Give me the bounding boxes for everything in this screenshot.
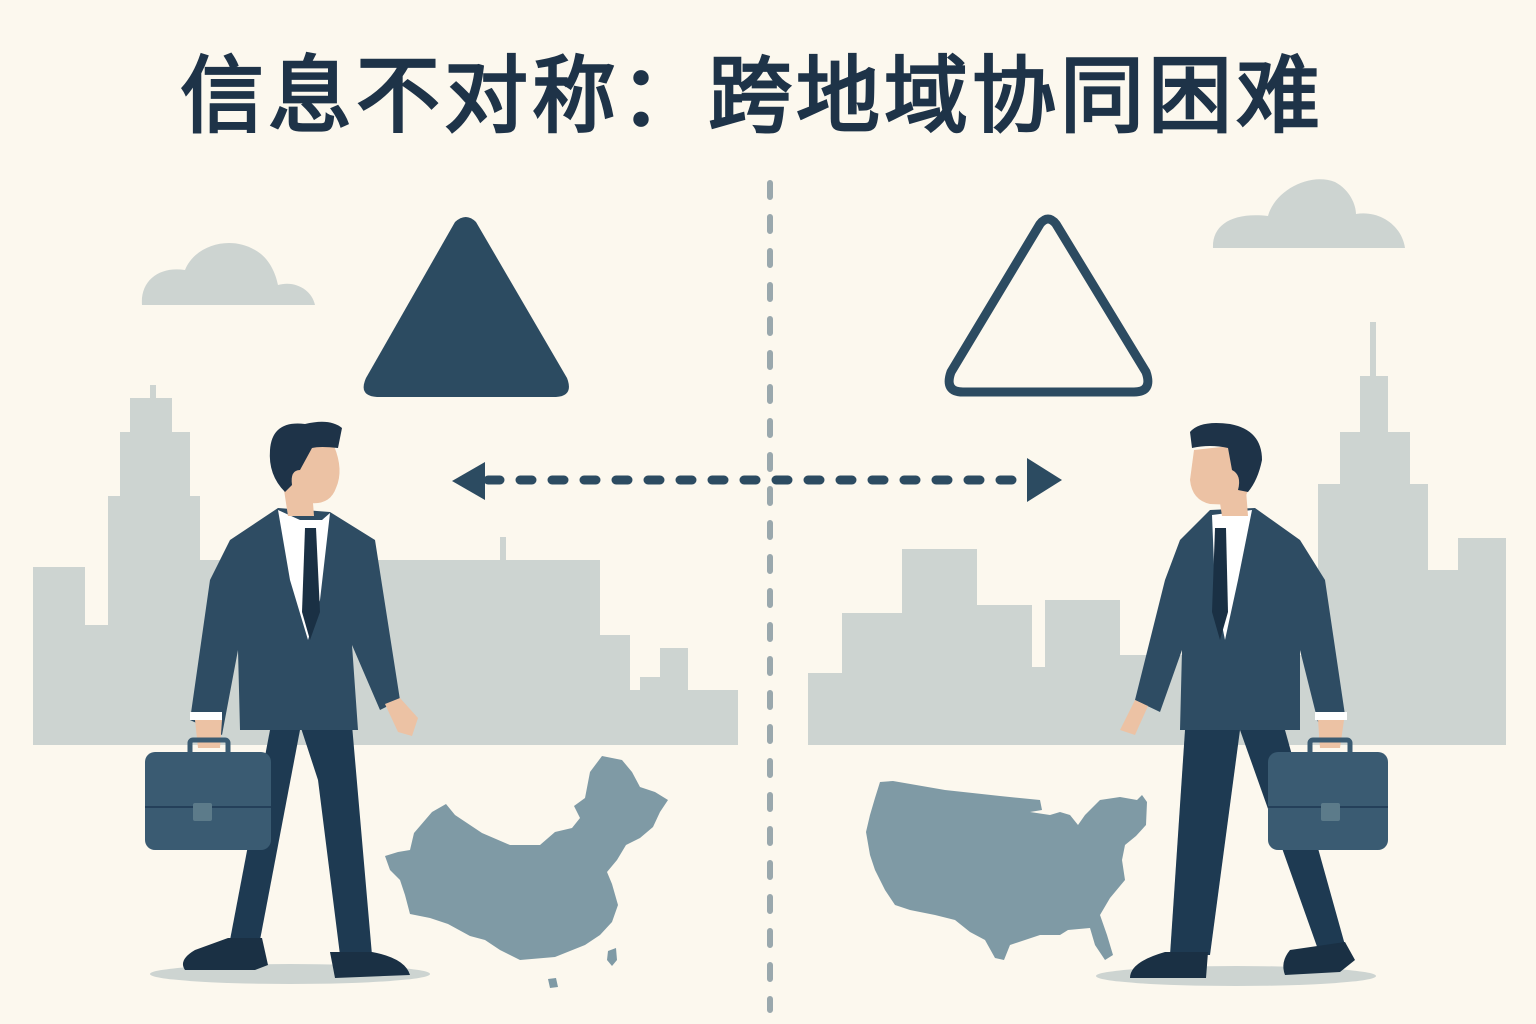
china-map: [385, 756, 668, 988]
businessman-right: [1096, 423, 1388, 986]
cloud-icon-right: [1212, 179, 1405, 248]
filled-triangle-icon: [363, 217, 569, 397]
double-arrow-icon: [452, 458, 1062, 502]
page-title: 信息不对称：跨地域协同困难: [180, 47, 1325, 145]
outlined-triangle-icon: [944, 214, 1153, 397]
usa-map: [866, 781, 1147, 960]
businessman-left: [145, 421, 430, 984]
cloud-icon-left: [141, 242, 315, 305]
